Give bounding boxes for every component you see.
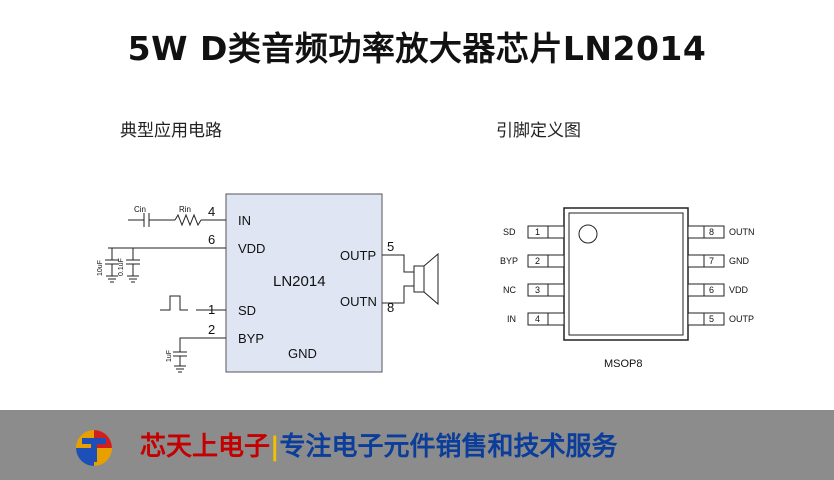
cin-label: Cin bbox=[134, 205, 146, 214]
chip-name: LN2014 bbox=[273, 273, 326, 290]
gnd-label: GND bbox=[288, 346, 317, 361]
pin-in-label: IN bbox=[238, 213, 251, 228]
pin-1-number: 1 bbox=[208, 302, 215, 317]
c-0.1uf-label: 0.1uF bbox=[118, 258, 125, 276]
circuit-caption: 典型应用电路 bbox=[120, 121, 222, 141]
msop-pin7-label: GND bbox=[729, 256, 750, 266]
pin-sd-label: SD bbox=[238, 303, 256, 318]
pin-vdd-label: VDD bbox=[238, 241, 265, 256]
c-1uf-label: 1uF bbox=[166, 350, 173, 362]
application-circuit bbox=[105, 193, 439, 373]
page-title: 5W D类音频功率放大器芯片LN2014 bbox=[127, 29, 707, 68]
company-slogan: 专注电子元件销售和技术服务 bbox=[279, 432, 618, 462]
msop-pin6-number: 6 bbox=[709, 285, 714, 295]
pin-2-number: 2 bbox=[208, 322, 215, 337]
rin-resistor bbox=[174, 213, 202, 227]
msop-pin6-label: VDD bbox=[729, 285, 749, 295]
pin-8-number: 8 bbox=[387, 300, 394, 315]
msop-pin1-label: SD bbox=[503, 227, 516, 237]
msop-pin1-number: 1 bbox=[535, 227, 540, 237]
msop-pin2-number: 2 bbox=[535, 256, 540, 266]
footer-text: 芯天上电子|专注电子元件销售和技术服务 bbox=[140, 426, 618, 463]
footer-separator: | bbox=[270, 432, 280, 462]
msop-pin4-label: IN bbox=[507, 314, 516, 324]
pin1-marker-icon bbox=[578, 224, 598, 244]
c-10uf-label: 10uF bbox=[97, 260, 104, 276]
pin-4-number: 4 bbox=[208, 204, 215, 219]
footer-bar: 芯天上电子|专注电子元件销售和技术服务 bbox=[0, 410, 834, 480]
circuit-labels: Cin Rin 10uF 0.1uF 1uF 4 IN 6 VDD 1 SD 2… bbox=[97, 204, 394, 362]
diagram-canvas: Cin Rin 10uF 0.1uF 1uF 4 IN 6 VDD 1 SD 2… bbox=[97, 193, 755, 373]
msop-pin4-number: 4 bbox=[535, 314, 540, 324]
pin-6-number: 6 bbox=[208, 232, 215, 247]
pinout-caption: 引脚定义图 bbox=[496, 121, 581, 141]
pin-byp-label: BYP bbox=[238, 331, 264, 346]
msop-pin5-number: 5 bbox=[709, 314, 714, 324]
msop-pin7-number: 7 bbox=[709, 256, 714, 266]
chip-body bbox=[225, 193, 383, 373]
msop-pin3-number: 3 bbox=[535, 285, 540, 295]
msop-pin8-number: 8 bbox=[709, 227, 714, 237]
company-logo-icon bbox=[76, 430, 112, 466]
pin-outn-label: OUTN bbox=[340, 294, 377, 309]
speaker-icon bbox=[413, 252, 439, 306]
sd-pulse-icon bbox=[160, 295, 188, 311]
msop-pin2-label: BYP bbox=[500, 256, 518, 266]
msop-pin3-label: NC bbox=[503, 285, 516, 295]
package-name: MSOP8 bbox=[604, 358, 643, 370]
msop-pin8-label: OUTN bbox=[729, 227, 755, 237]
pin-outp-label: OUTP bbox=[340, 248, 376, 263]
msop8-pinout: SD 1 BYP 2 NC 3 IN 4 8 OUTN 7 GND 6 VDD … bbox=[500, 207, 755, 370]
msop-pin5-label: OUTP bbox=[729, 314, 754, 324]
company-name: 芯天上电子 bbox=[140, 432, 271, 462]
pin-5-number: 5 bbox=[387, 239, 394, 254]
rin-label: Rin bbox=[179, 205, 191, 214]
package-inner bbox=[568, 212, 684, 336]
